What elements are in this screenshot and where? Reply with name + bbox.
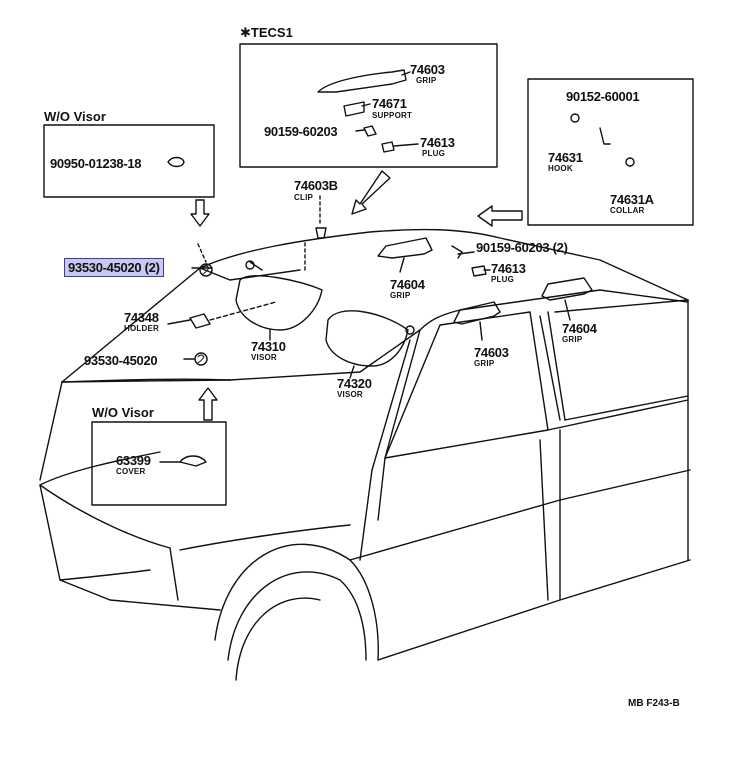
part-74604-b-name: GRIP bbox=[562, 335, 583, 344]
part-90152-number: 90152-60001 bbox=[566, 89, 640, 104]
screw-box-part bbox=[363, 125, 377, 137]
part-93530-2-number: 93530-45020 (2) bbox=[64, 258, 164, 277]
screw-93530-2-symbol bbox=[199, 263, 213, 277]
part-74310-number: 74310 bbox=[251, 339, 286, 354]
highlighted-part: 93530-45020 (2) bbox=[64, 258, 164, 277]
holder-74348-part bbox=[189, 313, 211, 329]
screw-90159-part bbox=[451, 245, 463, 259]
arrow-diagonal bbox=[351, 170, 391, 215]
part-74604-a-number: 74604 bbox=[390, 277, 425, 292]
tecs-box bbox=[239, 43, 498, 168]
arrow-up bbox=[198, 387, 218, 421]
wo-visor-top-box bbox=[43, 124, 215, 198]
tecs-group-title: ✱TECS1 bbox=[240, 25, 293, 40]
visor-74320-part bbox=[325, 310, 409, 367]
wo-visor-top-title: W/O Visor bbox=[44, 109, 106, 124]
grip-74603-part bbox=[317, 69, 407, 93]
part-74631a-name: COLLAR bbox=[610, 206, 645, 215]
part-74603-top-number: 74603 bbox=[410, 62, 445, 77]
collar-74631a-part bbox=[625, 157, 635, 167]
plug-box-part bbox=[381, 141, 395, 153]
grip-74604-a-part bbox=[377, 237, 433, 259]
hook-74631-part bbox=[570, 113, 580, 123]
screw-90152-part bbox=[599, 127, 611, 145]
part-74320-number: 74320 bbox=[337, 376, 372, 391]
part-74603-mid-name: GRIP bbox=[474, 359, 495, 368]
plug-74613-part bbox=[471, 265, 487, 277]
part-93530-number: 93530-45020 bbox=[84, 353, 158, 368]
part-90950-number: 90950-01238-18 bbox=[50, 156, 142, 171]
part-74603-top-name: GRIP bbox=[416, 76, 437, 85]
part-74310-name: VISOR bbox=[251, 353, 277, 362]
part-74604-a-name: GRIP bbox=[390, 291, 411, 300]
vehicle-outline bbox=[39, 228, 691, 681]
grip-74603-mid-part bbox=[453, 301, 501, 325]
part-63399-number: 63399 bbox=[116, 453, 151, 468]
visor-74310-part bbox=[235, 275, 323, 331]
part-74604-b-number: 74604 bbox=[562, 321, 597, 336]
part-74671-name: SUPPORT bbox=[372, 111, 413, 120]
part-74603-mid-number: 74603 bbox=[474, 345, 509, 360]
part-74631-name: HOOK bbox=[548, 164, 573, 173]
arrow-left bbox=[477, 205, 523, 227]
part-74671-number: 74671 bbox=[372, 96, 407, 111]
part-74613-name: PLUG bbox=[491, 275, 515, 284]
wo-visor-bottom-box bbox=[91, 421, 227, 506]
part-90159-box-number: 90159-60203 bbox=[264, 124, 338, 139]
part-74613-number: 74613 bbox=[491, 261, 526, 276]
grip-74604-b-part bbox=[541, 277, 593, 301]
part-63399-name: COVER bbox=[116, 467, 146, 476]
hook-collar-box bbox=[527, 78, 694, 226]
part-74348-name: HOLDER bbox=[124, 324, 159, 333]
wo-visor-bottom-title: W/O Visor bbox=[92, 405, 154, 420]
part-74348-number: 74348 bbox=[124, 310, 159, 325]
part-74613-box-name: PLUG bbox=[422, 149, 446, 158]
part-74631a-number: 74631A bbox=[610, 192, 654, 207]
part-74603b-number: 74603B bbox=[294, 178, 338, 193]
drawing-code: MB F243-B bbox=[628, 698, 680, 709]
part-74613-box-number: 74613 bbox=[420, 135, 455, 150]
screw-90950-part bbox=[167, 156, 185, 168]
support-74671-part bbox=[343, 101, 365, 117]
part-74320-name: VISOR bbox=[337, 390, 363, 399]
clip-74603b-part bbox=[315, 227, 327, 239]
part-74631-number: 74631 bbox=[548, 150, 583, 165]
cover-63399-part bbox=[179, 455, 207, 467]
arrow-down bbox=[190, 199, 210, 227]
part-90159-2-number: 90159-60203 (2) bbox=[476, 240, 568, 255]
part-74603b-name: CLIP bbox=[294, 193, 314, 202]
